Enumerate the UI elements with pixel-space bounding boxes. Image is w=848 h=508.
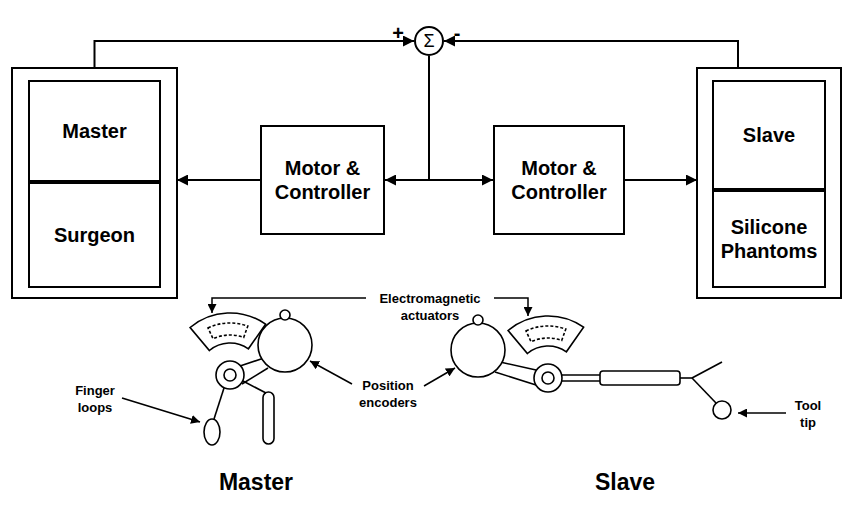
- process-box: Master: [28, 80, 161, 182]
- signal-arrow: [444, 41, 738, 68]
- box-label: Motor & Controller: [275, 156, 371, 204]
- pivot: [534, 364, 562, 392]
- arm: [500, 362, 536, 370]
- leader-line: [494, 298, 528, 316]
- pivot: [216, 361, 244, 389]
- encoder-disc: [451, 323, 505, 377]
- junction-circle: [415, 27, 443, 55]
- figure-title: Slave: [595, 468, 655, 498]
- signal-arrow: [625, 179, 697, 181]
- arm: [240, 358, 264, 366]
- finger-rod: [214, 388, 224, 419]
- box-label: Σ: [423, 32, 434, 50]
- encoder-knob: [280, 310, 290, 320]
- summing-junction: Σ: [414, 26, 444, 56]
- box-label: Silicone Phantoms: [721, 215, 818, 263]
- process-box: Silicone Phantoms: [712, 190, 826, 288]
- part-label: Finger loops: [75, 383, 115, 417]
- signal-arrow: [95, 41, 415, 68]
- process-box: Slave: [712, 80, 826, 190]
- tool-shaft: [562, 374, 600, 376]
- slave-device: [451, 315, 731, 419]
- encoder-disc: [258, 318, 312, 372]
- process-box: Motor & Controller: [260, 125, 385, 235]
- actuator-sector: [190, 313, 266, 351]
- signal-arrow: [429, 56, 493, 180]
- signal-arrow: [385, 56, 429, 180]
- part-label: Electromagnetic actuators: [379, 291, 480, 325]
- box-label: Surgeon: [54, 223, 135, 247]
- encoder-knob: [473, 315, 483, 325]
- leader-line: [122, 398, 200, 422]
- leader-line: [424, 368, 455, 386]
- actuator-coil: [208, 323, 248, 339]
- figure-title: Master: [219, 468, 293, 498]
- arm: [242, 368, 268, 384]
- part-label: Tool tip: [795, 398, 821, 432]
- slave-housing: [697, 68, 841, 298]
- box-label: Master: [62, 119, 126, 143]
- tool-jaw: [692, 362, 722, 378]
- sign-label: +: [392, 20, 404, 46]
- finger-loop: [204, 419, 220, 445]
- box-label: Slave: [743, 123, 795, 147]
- signal-arrow: [177, 179, 260, 181]
- pivot-hub: [224, 369, 236, 381]
- part-label: Position encoders: [359, 378, 417, 412]
- finger-rod: [243, 381, 266, 393]
- tool-tip: [713, 401, 731, 419]
- tool-tube: [600, 371, 680, 385]
- process-box: Motor & Controller: [493, 125, 625, 235]
- tool-shaft: [562, 380, 600, 382]
- tool-jaw: [692, 378, 716, 403]
- master-device: [190, 310, 312, 445]
- box-label: Motor & Controller: [511, 156, 607, 204]
- process-box: Surgeon: [28, 182, 161, 288]
- actuator-coil: [526, 326, 566, 342]
- leader-line: [212, 298, 366, 313]
- tool-shaft: [680, 377, 692, 379]
- leader-line: [310, 361, 352, 384]
- finger-loop: [263, 392, 274, 444]
- sign-label: -: [454, 20, 461, 46]
- pivot-hub: [542, 372, 554, 384]
- leader-line: [738, 412, 786, 414]
- actuator-sector: [508, 316, 583, 354]
- arm: [495, 372, 536, 385]
- master-housing: [12, 68, 177, 298]
